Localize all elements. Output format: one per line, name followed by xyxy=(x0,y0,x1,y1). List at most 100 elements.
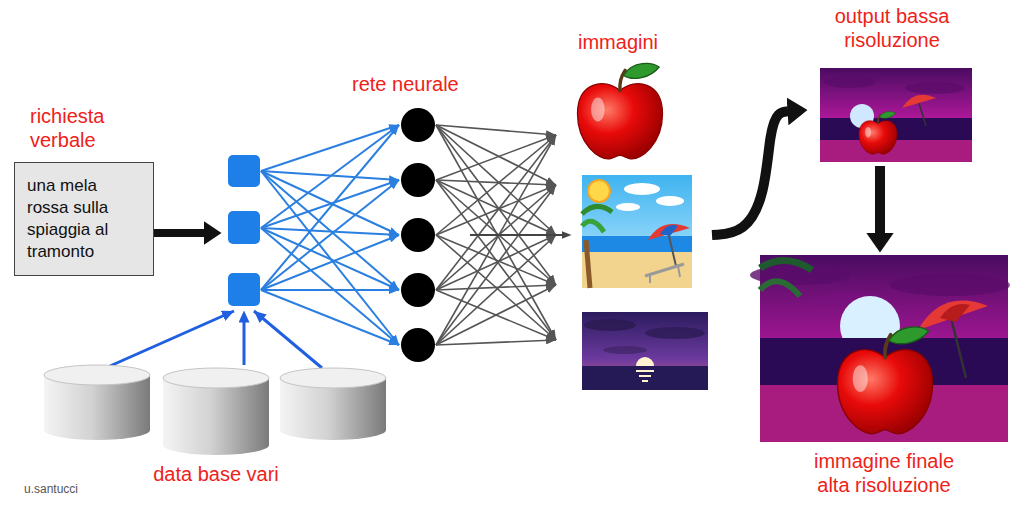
beach-picture xyxy=(582,221,604,232)
database-feed xyxy=(254,311,322,368)
node-heading: rete neurale xyxy=(352,72,459,96)
network-outputs xyxy=(436,135,556,290)
sunset-picture xyxy=(582,312,708,390)
neuron xyxy=(401,108,435,362)
high-res-picture xyxy=(940,304,970,322)
network-outputs xyxy=(436,180,556,285)
network-connections xyxy=(261,125,399,290)
database-feed xyxy=(110,311,234,366)
network-connections xyxy=(261,180,399,290)
beach-picture xyxy=(586,240,590,288)
flow-arrow xyxy=(712,111,788,235)
high-res-picture xyxy=(890,274,1010,296)
low-res-output: output bassa risoluzione xyxy=(808,4,976,166)
flow-arrow xyxy=(154,229,204,237)
neuron xyxy=(401,328,435,362)
request-frame: una mela rossa sulla spiaggia al tramont… xyxy=(14,162,154,276)
beach-picture xyxy=(660,225,678,236)
beach-picture xyxy=(582,175,692,288)
watermark: u.santucci xyxy=(24,482,78,496)
low-res-picture xyxy=(918,100,926,126)
beach-picture xyxy=(616,203,640,211)
beach-picture xyxy=(648,224,690,240)
network-outputs xyxy=(436,125,556,235)
network-connections xyxy=(261,290,399,345)
network-outputs xyxy=(436,125,556,340)
database-cylinder xyxy=(280,368,386,388)
low-res-picture xyxy=(820,68,972,162)
neuron xyxy=(401,218,435,252)
sunset-picture xyxy=(603,346,647,354)
network-connections xyxy=(261,125,399,228)
beach-picture xyxy=(582,252,692,288)
neuron xyxy=(401,273,435,307)
beach-picture xyxy=(582,236,692,252)
node-heading: data base vari xyxy=(153,462,279,500)
network-connections xyxy=(261,171,399,345)
network-connections xyxy=(261,125,399,171)
low-res-picture xyxy=(820,68,972,162)
beach-picture xyxy=(650,266,680,283)
network-outputs xyxy=(436,135,556,345)
request-text: una mela rossa sulla spiaggia al tramont… xyxy=(27,175,141,263)
input-unit xyxy=(228,155,260,187)
beach-picture xyxy=(582,206,612,214)
high-res-picture xyxy=(918,301,988,330)
sunset-picture xyxy=(582,312,708,390)
network-connections xyxy=(261,228,399,345)
database-group: data base vari xyxy=(40,365,392,500)
network-connections xyxy=(261,171,399,290)
high-res-picture xyxy=(760,281,800,296)
network-outputs xyxy=(436,185,556,345)
network-outputs xyxy=(436,180,556,235)
beach-picture xyxy=(668,232,676,266)
network-outputs xyxy=(436,185,556,290)
low-res-picture xyxy=(905,82,965,94)
database-cylinder xyxy=(163,368,269,388)
network-connections xyxy=(261,180,399,228)
sunset-picture xyxy=(636,371,654,381)
neuron xyxy=(401,163,435,197)
network-connections xyxy=(261,125,399,345)
network-outputs xyxy=(436,180,556,340)
apple-picture xyxy=(578,63,663,159)
beach-picture xyxy=(582,175,692,288)
high-res-output: immagine finale alta risoluzione xyxy=(758,253,1010,503)
beach-picture xyxy=(656,196,684,206)
network-outputs xyxy=(436,340,556,345)
apple-picture xyxy=(578,63,663,159)
high-res-picture xyxy=(838,327,933,434)
label-anchor: u.santucci xyxy=(24,482,78,496)
network-outputs xyxy=(436,285,556,345)
image-set: immagini xyxy=(572,30,712,395)
input-unit xyxy=(228,211,260,244)
input-unit xyxy=(228,273,260,306)
node-heading: immagini xyxy=(578,30,658,54)
network-outputs xyxy=(436,135,556,235)
low-res-picture xyxy=(859,112,897,155)
low-res-picture xyxy=(820,140,972,162)
low-res-picture xyxy=(824,76,876,88)
low-res-picture xyxy=(902,95,936,108)
network-connections xyxy=(261,289,399,291)
beach-picture xyxy=(588,180,610,202)
input-unit xyxy=(228,155,260,306)
beach-picture xyxy=(624,183,660,195)
network-outputs xyxy=(436,235,556,290)
flow-arrow xyxy=(875,166,885,233)
neuron xyxy=(401,108,435,142)
sunset-picture xyxy=(645,327,705,339)
database-cylinder xyxy=(44,365,150,385)
request-box: richiesta verbaleuna mela rossa sulla sp… xyxy=(14,104,154,276)
network-outputs xyxy=(436,125,556,185)
node-heading: immagine finale alta risoluzione xyxy=(809,449,959,503)
sunset-picture xyxy=(584,319,636,331)
database-cylinder xyxy=(163,378,269,455)
high-res-picture xyxy=(750,255,1010,442)
node-heading: output bassa risoluzione xyxy=(830,4,955,52)
network-connections xyxy=(261,235,399,290)
sunset-picture xyxy=(582,366,708,390)
output-arrow xyxy=(470,234,562,236)
database-feed xyxy=(110,311,322,368)
